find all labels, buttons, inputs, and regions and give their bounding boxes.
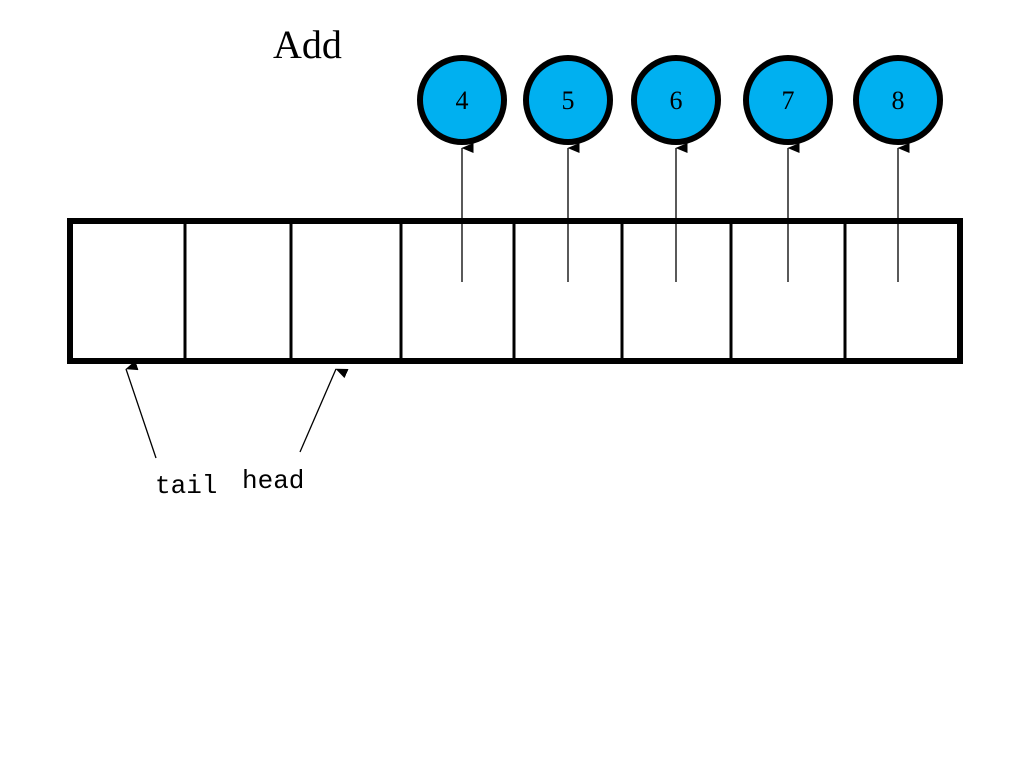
list-node: 6 [631, 55, 721, 282]
pointers: tail head [125, 360, 349, 501]
node-label: 5 [562, 86, 575, 115]
head-pointer-arrow [299, 368, 349, 453]
list-node: 5 [523, 55, 613, 282]
list-node: 4 [417, 55, 507, 282]
node-label: 8 [892, 86, 905, 115]
list-node: 7 [743, 55, 833, 282]
list-node: 8 [853, 55, 943, 282]
node-circle [417, 55, 507, 145]
tail-pointer-arrow [125, 360, 157, 459]
node-label: 7 [782, 86, 795, 115]
node-label: 4 [456, 86, 469, 115]
node-list: 4 5 6 7 8 [417, 55, 943, 282]
head-label: head [242, 466, 304, 496]
tail-label: tail [155, 471, 217, 501]
node-circle [631, 55, 721, 145]
slide-title: Add [273, 22, 342, 67]
node-circle [743, 55, 833, 145]
node-circle [853, 55, 943, 145]
array [67, 218, 963, 364]
node-circle [523, 55, 613, 145]
node-label: 6 [670, 86, 683, 115]
